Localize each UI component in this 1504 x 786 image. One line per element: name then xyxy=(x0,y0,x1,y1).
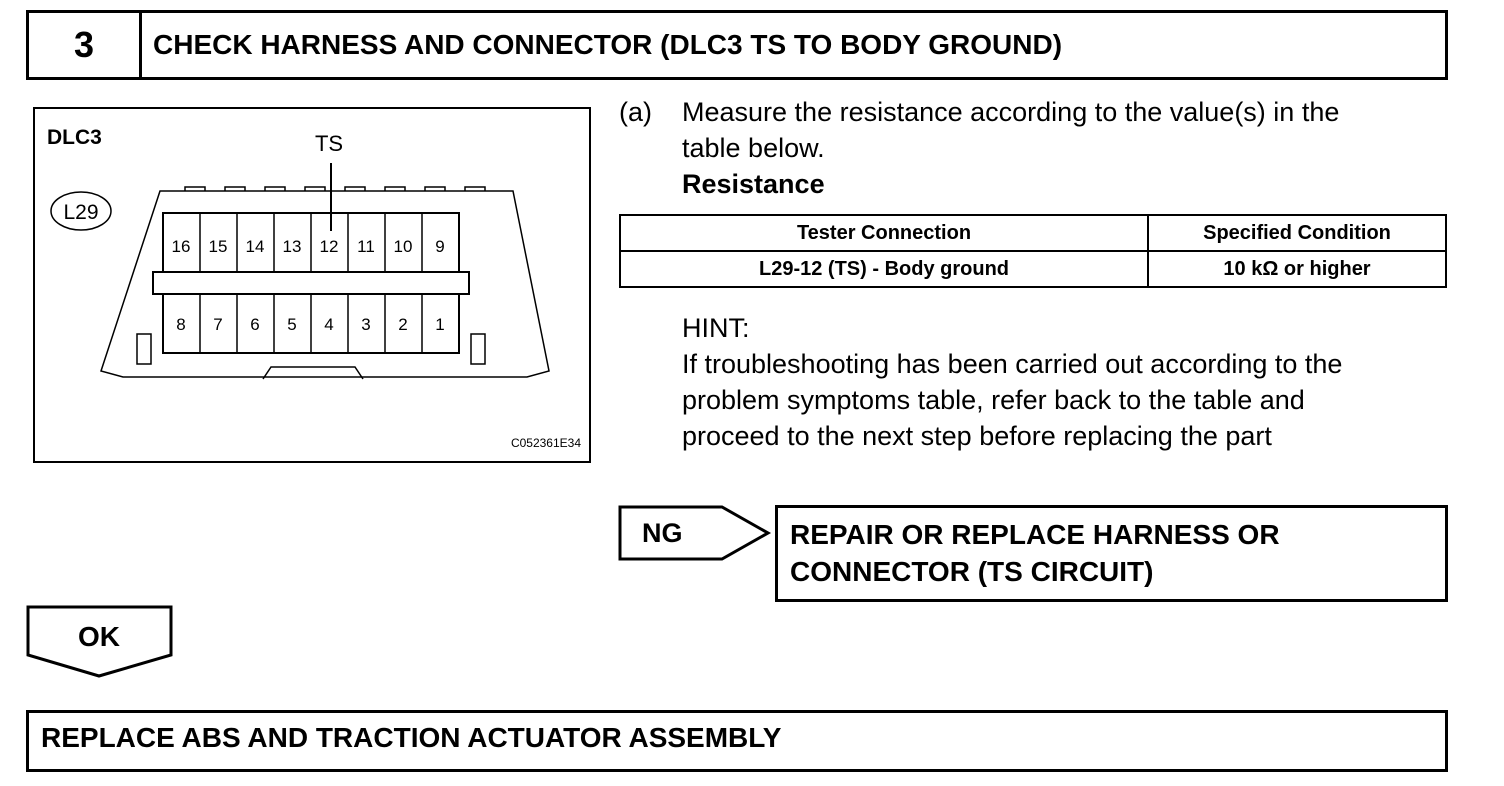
resistance-table: Tester Connection Specified Condition L2… xyxy=(619,214,1447,294)
hint-line: If troubleshooting has been carried out … xyxy=(682,349,1343,379)
pin-number: 11 xyxy=(357,237,375,256)
connector-outline xyxy=(100,190,550,378)
dlc3-connector-diagram: 16 15 14 13 12 11 10 9 8 7 6 5 4 3 2 1 T… xyxy=(47,126,581,450)
image-code: C052361E34 xyxy=(511,436,581,450)
ok-label: OK xyxy=(78,621,120,652)
hint-line: proceed to the next step before replacin… xyxy=(682,421,1272,451)
ts-label: TS xyxy=(315,131,343,156)
ng-result-box: REPAIR OR REPLACE HARNESS OR CONNECTOR (… xyxy=(775,505,1448,602)
pin-number: 7 xyxy=(213,315,222,334)
ng-result-line: REPAIR OR REPLACE HARNESS OR xyxy=(790,519,1280,550)
instruction-line-2: table below. xyxy=(682,133,825,163)
table-header-cell: Tester Connection xyxy=(619,214,1149,252)
ng-result-line: CONNECTOR (TS CIRCUIT) xyxy=(790,556,1154,587)
connector-code-ellipse xyxy=(50,191,112,231)
step-number: 3 xyxy=(29,13,142,77)
hint-line: problem symptoms table, refer back to th… xyxy=(682,385,1305,415)
pin-number: 14 xyxy=(246,237,265,256)
top-notches xyxy=(184,186,486,191)
final-action-text: REPLACE ABS AND TRACTION ACTUATOR ASSEMB… xyxy=(41,722,782,753)
pin-number: 13 xyxy=(283,237,302,256)
hint-label: HINT: xyxy=(682,313,750,343)
connector-key xyxy=(262,366,364,380)
right-tab xyxy=(470,333,486,365)
pin-number: 6 xyxy=(250,315,259,334)
pin-number: 8 xyxy=(176,315,185,334)
step-header: 3 CHECK HARNESS AND CONNECTOR (DLC3 TS T… xyxy=(26,10,1448,80)
pin-number: 16 xyxy=(172,237,191,256)
table-cell: L29-12 (TS) - Body ground xyxy=(619,250,1149,288)
table-header-row: Tester Connection Specified Condition xyxy=(619,214,1447,252)
ng-label: NG xyxy=(642,518,683,548)
connector-name: DLC3 xyxy=(47,126,102,149)
left-tab xyxy=(136,333,152,365)
pin-number: 3 xyxy=(361,315,370,334)
table-header-cell: Specified Condition xyxy=(1147,214,1447,252)
pin-number: 5 xyxy=(287,315,296,334)
step-marker: (a) xyxy=(619,97,652,127)
connector-code: L29 xyxy=(63,201,98,224)
pin-dividers xyxy=(199,213,423,353)
step-title: CHECK HARNESS AND CONNECTOR (DLC3 TS TO … xyxy=(153,29,1063,60)
ng-arrow: NG xyxy=(618,505,772,561)
pin-number: 12 xyxy=(320,237,339,256)
resistance-heading: Resistance xyxy=(682,169,825,199)
table-cell: 10 kΩ or higher xyxy=(1147,250,1447,288)
table-row: L29-12 (TS) - Body ground 10 kΩ or highe… xyxy=(619,250,1447,288)
center-bar xyxy=(152,271,470,295)
connector-figure: 16 15 14 13 12 11 10 9 8 7 6 5 4 3 2 1 T… xyxy=(33,107,591,463)
final-action-box: REPLACE ABS AND TRACTION ACTUATOR ASSEMB… xyxy=(26,710,1448,772)
pin-number: 15 xyxy=(209,237,228,256)
pin-number: 9 xyxy=(435,237,444,256)
pin-number: 10 xyxy=(394,237,413,256)
pin-number: 1 xyxy=(435,315,444,334)
pin-number: 2 xyxy=(398,315,407,334)
ok-arrow: OK xyxy=(26,605,173,678)
pin-number: 4 xyxy=(324,315,333,334)
instruction-line-1: Measure the resistance according to the … xyxy=(682,97,1340,127)
